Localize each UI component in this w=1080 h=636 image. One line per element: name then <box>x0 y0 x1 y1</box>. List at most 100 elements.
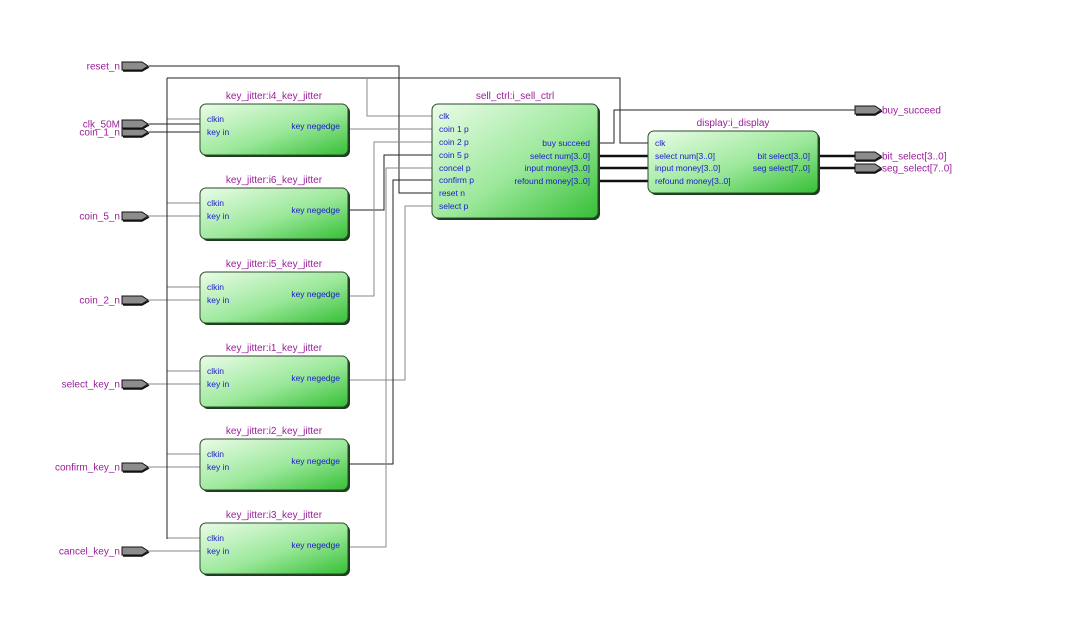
port-key-negedge: key negedge <box>291 289 340 299</box>
pin-label: bit_select[3..0] <box>882 152 947 163</box>
pins-layer: coin_1_ncoin_5_ncoin_2_nselect_key_nconf… <box>55 61 952 558</box>
display-out-port: bit select[3..0] <box>758 151 810 161</box>
sell-ctrl-in-port: coin 2 p <box>439 137 469 147</box>
output-pin-icon <box>854 163 882 173</box>
instance-label: key_jitter:i4_key_jitter <box>226 91 323 102</box>
port-clkin: clkin <box>207 198 224 208</box>
instance-label: key_jitter:i2_key_jitter <box>226 426 323 437</box>
port-key-in: key in <box>207 127 229 137</box>
input-pin-clk_50M[interactable]: clk_50M <box>83 119 150 131</box>
sell-ctrl-out-port: input money[3..0] <box>525 163 590 173</box>
pin-shadow <box>123 551 150 557</box>
i1-out-wire <box>348 205 432 381</box>
pin-label: select_key_n <box>62 380 120 391</box>
pin-shadow <box>856 168 883 174</box>
sell-ctrl-out-port: buy succeed <box>542 138 590 148</box>
display-in-port: refound money[3..0] <box>655 176 731 186</box>
input-pin-coin_2_n[interactable]: coin_2_n <box>79 295 150 307</box>
output-pin-bit_select[interactable]: bit_select[3..0] <box>854 151 947 163</box>
pin-shadow <box>123 300 150 306</box>
sell-ctrl-in-port: confirm p <box>439 175 474 185</box>
input-pin-reset_n[interactable]: reset_n <box>87 61 150 73</box>
wires-layer <box>149 65 855 552</box>
block-body <box>199 187 349 240</box>
pin-label: cancel_key_n <box>59 547 120 558</box>
port-key-negedge: key negedge <box>291 373 340 383</box>
block-body <box>199 355 349 408</box>
i2-out-wire <box>348 179 432 465</box>
display-in-port: input money[3..0] <box>655 163 720 173</box>
pin-shadow <box>123 124 150 130</box>
instance-label: key_jitter:i6_key_jitter <box>226 175 323 186</box>
pin-label: coin_5_n <box>79 212 120 223</box>
pin-label: seg_select[7..0] <box>882 164 952 175</box>
block-body <box>647 130 819 194</box>
sell-ctrl-in-port: coin 1 p <box>439 124 469 134</box>
pin-shadow <box>123 132 150 138</box>
port-key-negedge: key negedge <box>291 540 340 550</box>
pin-shadow <box>123 384 150 390</box>
output-pin-icon <box>854 151 882 161</box>
pin-label: coin_1_n <box>79 128 120 139</box>
input-pin-icon <box>121 211 149 221</box>
i6-out-wire <box>348 154 432 211</box>
i3-out-wire <box>348 167 432 548</box>
input-pin-coin_5_n[interactable]: coin_5_n <box>79 211 150 223</box>
sell-ctrl-in-port: clk <box>439 111 450 121</box>
sell-ctrl-out-port: refound money[3..0] <box>514 176 590 186</box>
output-pin-icon <box>854 105 882 115</box>
port-key-in: key in <box>207 546 229 556</box>
pin-label: clk_50M <box>83 120 120 131</box>
input-pin-icon <box>121 546 149 556</box>
pin-shadow <box>123 216 150 222</box>
input-pin-cancel_key_n[interactable]: cancel_key_n <box>59 546 150 558</box>
sell-ctrl-in-port: coin 5 p <box>439 150 469 160</box>
port-key-in: key in <box>207 462 229 472</box>
instance-label: key_jitter:i5_key_jitter <box>226 259 323 270</box>
port-clkin: clkin <box>207 114 224 124</box>
input-pin-icon <box>121 61 149 71</box>
port-key-negedge: key negedge <box>291 456 340 466</box>
i5-out-wire <box>348 141 432 297</box>
instance-label: sell_ctrl:i_sell_ctrl <box>476 91 554 102</box>
input-pin-confirm_key_n[interactable]: confirm_key_n <box>55 462 150 474</box>
pin-label: buy_succeed <box>882 106 941 117</box>
sell-ctrl-in-port: reset n <box>439 188 465 198</box>
input-pin-icon <box>121 295 149 305</box>
output-pin-buy_succeed[interactable]: buy_succeed <box>854 105 941 117</box>
input-pin-icon <box>121 119 149 129</box>
port-clkin: clkin <box>207 533 224 543</box>
sell-ctrl-in-port: concel p <box>439 163 471 173</box>
input-pin-icon <box>121 462 149 472</box>
input-pin-icon <box>121 379 149 389</box>
port-key-in: key in <box>207 295 229 305</box>
instance-label: key_jitter:i1_key_jitter <box>226 343 323 354</box>
buy-succeed-wire <box>598 109 855 144</box>
input-pin-select_key_n[interactable]: select_key_n <box>62 379 150 391</box>
block-body <box>431 103 599 219</box>
pin-label: coin_2_n <box>79 296 120 307</box>
port-clkin: clkin <box>207 282 224 292</box>
instance-label: display:i_display <box>697 118 770 129</box>
port-clkin: clkin <box>207 449 224 459</box>
block-body <box>199 103 349 156</box>
port-key-in: key in <box>207 379 229 389</box>
pin-shadow <box>123 66 150 72</box>
display-out-port: seg select[7..0] <box>753 163 810 173</box>
output-pin-seg_select[interactable]: seg_select[7..0] <box>854 163 952 175</box>
clk-to-sell-ctrl-wire <box>366 78 432 117</box>
instance-label: key_jitter:i3_key_jitter <box>226 510 323 521</box>
block-body <box>199 438 349 491</box>
pin-shadow <box>856 156 883 162</box>
port-key-in: key in <box>207 211 229 221</box>
